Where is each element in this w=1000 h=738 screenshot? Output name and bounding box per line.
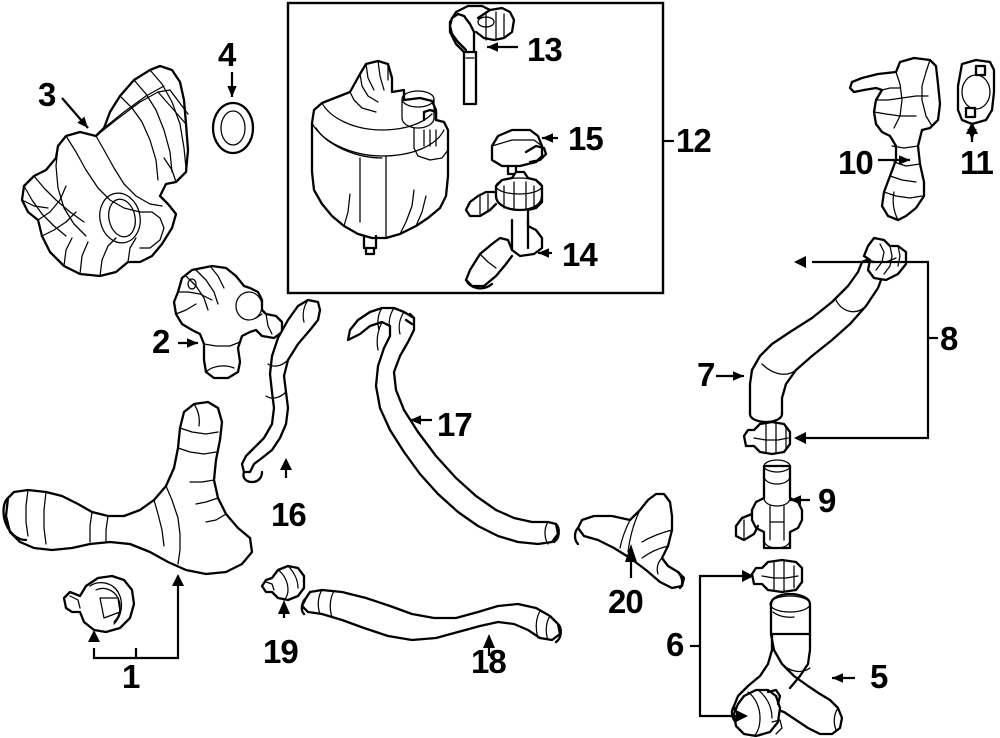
callout-label-18: 18	[471, 643, 507, 680]
callout-label-3: 3	[38, 76, 56, 113]
part-water-outlet-pipe	[848, 56, 942, 222]
callout-label-1: 1	[122, 658, 140, 695]
callout-label-14: 14	[562, 236, 598, 273]
callout-label-8: 8	[940, 320, 958, 357]
part-coolant-reservoir-tank	[310, 59, 450, 256]
callout-label-7: 7	[697, 356, 715, 393]
callout-bracket-6	[690, 570, 754, 722]
callout-label-17: 17	[437, 406, 473, 443]
part-heater-inlet-hose	[240, 298, 322, 484]
part-reservoir-valve	[464, 170, 552, 290]
reservoir-assembly-group-box	[286, 1, 674, 295]
part-water-outlet-tee	[573, 492, 686, 590]
callout-label-12: 12	[676, 122, 712, 159]
part-clamp-lower-8	[742, 420, 792, 456]
part-reservoir-cap	[490, 128, 558, 176]
callout-bracket-1	[88, 574, 184, 660]
part-auxiliary-water-pump	[734, 459, 810, 550]
part-upper-radiator-hose	[716, 256, 886, 424]
part-radiator-hose-1	[2, 400, 254, 576]
part-water-pump-housing	[20, 64, 190, 278]
part-clamp-upper-6	[750, 558, 804, 594]
part-heater-outlet-hose	[346, 306, 560, 546]
callout-label-6: 6	[666, 626, 684, 663]
callout-label-20: 20	[608, 583, 644, 620]
callout-label-19: 19	[263, 633, 299, 670]
part-reservoir-filler-neck-tube	[448, 4, 518, 106]
callout-label-9: 9	[818, 482, 836, 519]
part-o-ring-seal	[211, 72, 255, 155]
callout-label-11: 11	[960, 144, 994, 181]
callout-label-16: 16	[271, 496, 307, 533]
callout-bracket-8	[794, 256, 938, 444]
callout-label-2: 2	[152, 323, 170, 360]
part-clamp-lower-6	[732, 688, 783, 738]
callout-label-15: 15	[568, 120, 604, 157]
callout-label-10: 10	[838, 144, 874, 181]
part-water-bypass-hose	[300, 588, 562, 656]
part-gasket	[956, 58, 996, 142]
callout-label-4: 4	[218, 36, 236, 73]
part-clamp-upper-8	[862, 236, 908, 282]
callout-label-5: 5	[870, 658, 888, 695]
part-hose-clamp-1	[62, 574, 136, 634]
part-hose-clamp-19	[260, 564, 306, 618]
part-water-inlet-pipe	[172, 264, 284, 380]
callout-label-13: 13	[527, 31, 563, 68]
